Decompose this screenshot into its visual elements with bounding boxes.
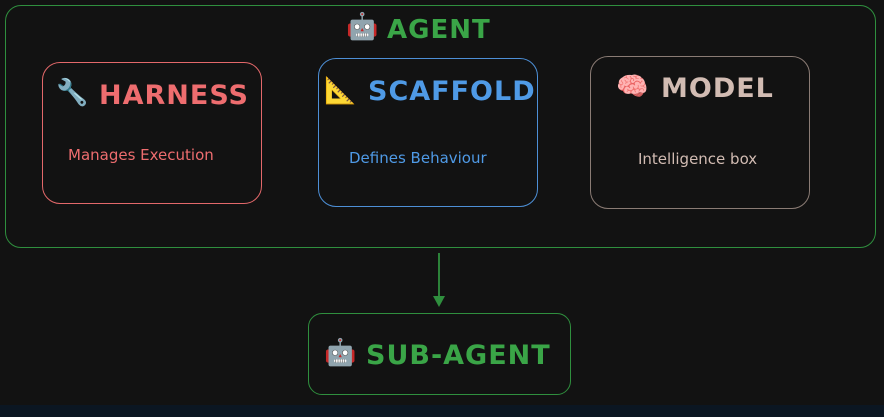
model-title: MODEL [661, 73, 774, 104]
arrow-head [433, 296, 445, 307]
robot-icon: 🤖 [324, 338, 357, 368]
bottom-strip [0, 405, 884, 417]
harness-box [42, 62, 262, 204]
subagent-title: SUB-AGENT [366, 340, 551, 371]
model-box [590, 56, 810, 209]
model-description: Intelligence box [638, 150, 758, 168]
scaffold-box [318, 58, 538, 207]
wrench-icon: 🔧 [56, 78, 89, 108]
triangle-ruler-icon: 📐 [324, 76, 357, 106]
scaffold-title: SCAFFOLD [368, 76, 536, 107]
scaffold-description: Defines Behaviour [349, 149, 487, 167]
robot-icon: 🤖 [346, 12, 379, 42]
subagent-box [308, 313, 571, 395]
brain-icon: 🧠 [616, 72, 649, 102]
harness-title: HARNESS [99, 80, 250, 111]
agent-title: AGENT [387, 15, 491, 45]
agent-container [5, 5, 876, 248]
harness-description: Manages Execution [68, 146, 214, 164]
